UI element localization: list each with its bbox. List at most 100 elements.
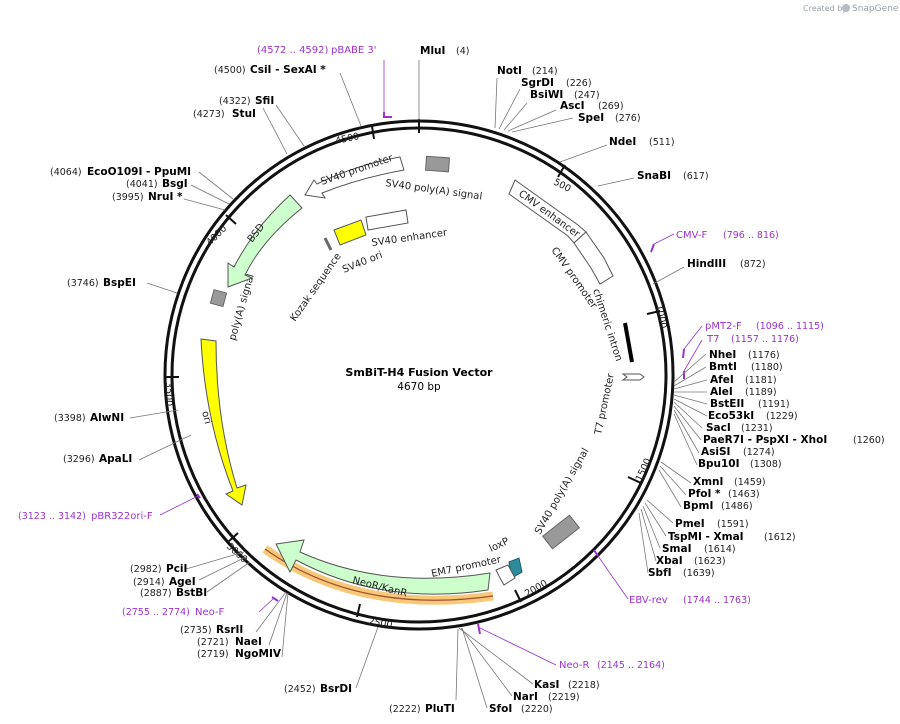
feature-sv40-polya-lower[interactable]: [541, 514, 581, 550]
site-name-ndei[interactable]: NdeI: [609, 136, 636, 148]
site-pos-kasi: (2218): [568, 680, 600, 691]
restriction-sites: MluI (4) NotI (214) SgrDI (226) BsiWI (2…: [50, 45, 885, 715]
site-name-bsgi[interactable]: BsgI: [162, 178, 188, 190]
primer-pos-cmv-f: (796 .. 816): [723, 230, 779, 241]
site-name-alei[interactable]: AleI: [710, 386, 733, 398]
site-name-mlui[interactable]: MluI: [420, 45, 445, 57]
primer-name-neo-r[interactable]: Neo-R: [559, 660, 590, 671]
site-name-bpu10i[interactable]: Bpu10I: [698, 458, 740, 470]
site-pos-nrui: (3995): [112, 192, 144, 203]
site-name-xbai[interactable]: XbaI: [656, 555, 683, 567]
site-name-snabi[interactable]: SnaBI: [637, 170, 671, 182]
site-name-asisi[interactable]: AsiSI: [701, 446, 730, 458]
primer-pos-neo-r: (2145 .. 2164): [597, 660, 665, 671]
site-pos-bsteii: (1191): [758, 399, 790, 410]
primer-name-cmv-f[interactable]: CMV-F: [676, 230, 707, 241]
primer-name-pbr322[interactable]: pBR322ori-F: [91, 511, 153, 522]
feature-sv40-enhancer[interactable]: [365, 209, 409, 231]
feature-bsd[interactable]: [227, 194, 303, 288]
feature-t7-promoter[interactable]: [621, 373, 645, 381]
site-name-asci[interactable]: AscI: [560, 100, 585, 112]
site-name-xmni[interactable]: XmnI: [693, 476, 723, 488]
site-name-kasi[interactable]: KasI: [534, 679, 559, 691]
site-name-bstbi[interactable]: BstBI: [176, 587, 207, 599]
site-pos-snabi: (617): [683, 171, 709, 182]
primer-mark-pbr322: [196, 493, 201, 499]
primer-labels: (4572 .. 4592) pBABE 3' CMV-F (796 .. 81…: [18, 45, 824, 671]
site-pos-eco53ki: (1229): [766, 411, 798, 422]
feature-ori[interactable]: [200, 338, 247, 506]
site-name-agei[interactable]: AgeI: [169, 576, 196, 588]
primer-name-neo-f[interactable]: Neo-F: [195, 607, 225, 618]
site-name-nhei[interactable]: NheI: [709, 349, 736, 361]
site-name-noti[interactable]: NotI: [497, 65, 522, 77]
site-pos-bpu10i: (1308): [750, 459, 782, 470]
tick-mark-4000: [225, 214, 237, 225]
site-name-bsrdi[interactable]: BsrDI: [320, 683, 352, 695]
feature-polya-signal[interactable]: [209, 289, 228, 308]
feature-sv40-promoter[interactable]: [304, 156, 405, 199]
primer-name-pmt2[interactable]: pMT2-F: [705, 321, 742, 332]
site-name-stui[interactable]: StuI: [232, 108, 256, 120]
site-name-rsrii[interactable]: RsrII: [216, 624, 243, 636]
feature-label-cmv-enhancer: CMV enhancer: [516, 189, 582, 241]
site-pos-pmei: (1591): [717, 519, 749, 530]
site-name-sbfi[interactable]: SbfI: [648, 567, 672, 579]
tick-marks: [165, 119, 661, 618]
site-name-nrui[interactable]: NruI *: [148, 191, 183, 203]
feature-sv40-ori[interactable]: [333, 219, 367, 246]
site-pos-bpmi: (1486): [721, 501, 753, 512]
feature-label-sv40-polya-top: SV40 poly(A) signal: [385, 178, 483, 202]
site-name-bspei[interactable]: BspEI: [103, 277, 136, 289]
site-name-sfoi[interactable]: SfoI: [489, 703, 512, 715]
site-name-smai[interactable]: SmaI: [662, 543, 692, 555]
site-name-ecoo109i-ppumi[interactable]: EcoO109I - PpuMI: [87, 166, 191, 178]
site-name-ngomiv[interactable]: NgoMIV: [235, 648, 282, 660]
primer-mark-neo-f: [271, 596, 279, 602]
site-name-sfii[interactable]: SfiI: [255, 95, 274, 107]
feature-chimeric-intron[interactable]: [623, 322, 634, 363]
feature-label-t7-promoter: T7 promoter: [593, 372, 617, 437]
site-name-afei[interactable]: AfeI: [710, 374, 734, 386]
tick-mark-2000: [514, 589, 522, 603]
site-name-pcii[interactable]: PciI: [166, 563, 187, 575]
site-name-apali[interactable]: ApaLI: [99, 453, 132, 465]
site-pos-saci: (1231): [741, 423, 773, 434]
tick-mark-500: [557, 164, 566, 178]
primer-name-pbabe[interactable]: pBABE 3': [331, 45, 377, 56]
site-name-tspmi-xmai[interactable]: TspMI - XmaI: [668, 531, 744, 543]
site-pos-naei: (2721): [197, 637, 229, 648]
site-name-bsteii[interactable]: BstEII: [710, 398, 744, 410]
site-name-sgrdi[interactable]: SgrDI: [521, 77, 554, 89]
primer-name-t7[interactable]: T7: [706, 334, 719, 345]
site-name-eco53ki[interactable]: Eco53kI: [708, 410, 754, 422]
site-name-pfoi[interactable]: PfoI *: [688, 488, 721, 500]
feature-kozak-sequence[interactable]: [323, 237, 333, 251]
site-name-pluti[interactable]: PluTI: [425, 703, 455, 715]
snapgene-credit: Created by SnapGene: [803, 4, 899, 14]
site-name-saci[interactable]: SacI: [706, 422, 731, 434]
site-name-pmei[interactable]: PmeI: [675, 518, 705, 530]
feature-label-sv40-ori: SV40 ori: [341, 250, 384, 276]
site-name-alwni[interactable]: AlwNI: [90, 412, 124, 424]
feature-cmv-promoter[interactable]: [573, 231, 614, 285]
site-pos-nhei: (1176): [748, 350, 780, 361]
site-name-naei[interactable]: NaeI: [235, 636, 262, 648]
site-name-hindiii[interactable]: HindIII: [687, 258, 726, 270]
feature-neor-kanr[interactable]: [275, 539, 491, 595]
feature-sv40-polya-top[interactable]: [425, 155, 450, 173]
site-name-bmti[interactable]: BmtI: [709, 361, 737, 373]
primer-name-ebv[interactable]: EBV-rev: [629, 595, 668, 606]
site-name-nari[interactable]: NarI: [513, 691, 538, 703]
site-pos-pluti: (2222): [389, 704, 421, 715]
site-pos-bmti: (1180): [751, 362, 783, 373]
primer-pos-pbr322: (3123 .. 3142): [18, 511, 86, 522]
feature-em7-promoter[interactable]: [495, 564, 516, 586]
site-name-bpmi[interactable]: BpmI: [683, 500, 713, 512]
site-name-csii-sexai[interactable]: CsiI - SexAI *: [250, 64, 326, 76]
tick-mark-3000: [227, 532, 239, 543]
site-name-spei[interactable]: SpeI: [578, 112, 604, 124]
site-name-paer7i-pspxi-xhoi[interactable]: PaeR7I - PspXI - XhoI: [703, 434, 827, 446]
site-pos-paer7i-pspxi-xhoi: (1260): [853, 435, 885, 446]
site-name-bsiwi[interactable]: BsiWI: [530, 89, 563, 101]
